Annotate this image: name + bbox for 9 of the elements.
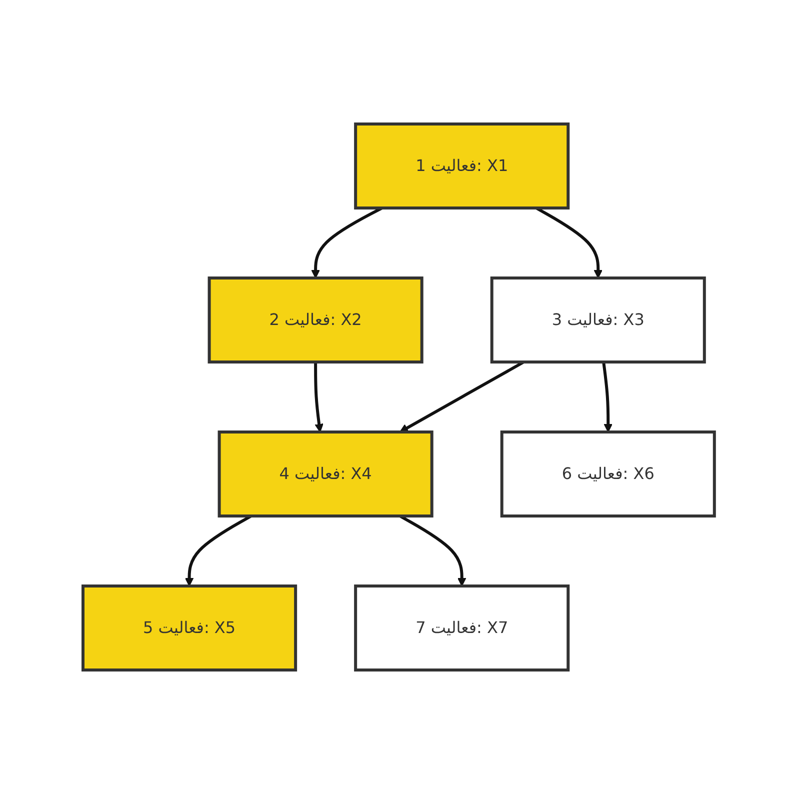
node-box: فعالیت 7: X7: [354, 584, 570, 672]
node-box: فعالیت 2: X2: [208, 276, 424, 364]
node-box: فعالیت 5: X5: [82, 584, 298, 672]
node-box: فعالیت 4: X4: [218, 430, 434, 518]
arrow: [602, 362, 613, 432]
node-box: فعالیت 6: X6: [500, 430, 716, 518]
arrow: [314, 362, 324, 432]
node-box: فعالیت 3: X3: [490, 276, 706, 364]
node-box: فعالیت 1: X1: [354, 122, 570, 210]
